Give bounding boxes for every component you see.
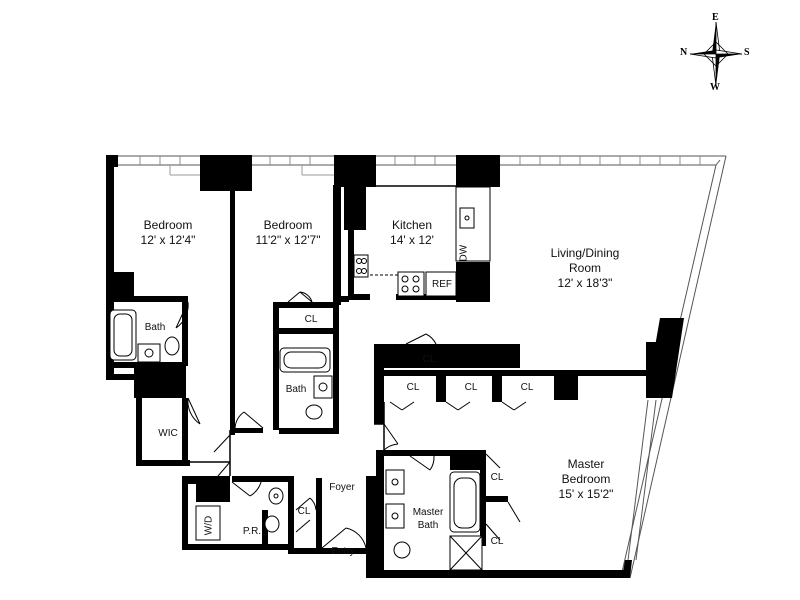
room-label-bedroom-left: Bedroom 12' x 12'4": [130, 218, 206, 248]
room-name: Master: [412, 507, 444, 518]
room-dims: 12' x 12'4": [140, 233, 196, 247]
closet-label: CL: [406, 382, 420, 393]
room-label-living-dining: Living/Dining Room 12' x 18'3": [540, 246, 630, 291]
room-name: Master: [567, 457, 605, 471]
room-label-bath-left: Bath: [144, 322, 166, 333]
appliance-label-dw: DW: [458, 244, 470, 262]
room-label-bedroom-center: Bedroom 11'2" x 12'7": [248, 218, 328, 248]
kitchen-fixtures: [353, 186, 491, 297]
room-name: Bedroom: [263, 218, 313, 232]
door-swings: [175, 291, 527, 549]
room-name: Living/Dining: [550, 246, 620, 260]
room-name: Bedroom: [143, 218, 193, 232]
closet-label: CL: [422, 354, 436, 365]
room-dims: 14' x 12': [390, 233, 434, 247]
closet-label: CL: [520, 382, 534, 393]
compass-rose-icon: [689, 21, 743, 87]
room-label-foyer: Foyer: [329, 482, 355, 493]
room-label-master-bath: Master Bath: [408, 506, 448, 532]
compass-south-label: S: [744, 47, 750, 58]
compass-north-label: N: [680, 47, 688, 58]
room-dims: 15' x 15'2": [558, 487, 614, 501]
room-label-bath-center: Bath: [285, 384, 307, 395]
room-label-wic: WIC: [158, 428, 178, 439]
room-name: Kitchen: [391, 218, 433, 232]
compass-west-label: W: [710, 82, 720, 93]
closet-label: CL: [490, 472, 504, 483]
room-label-wd: W/D: [203, 515, 215, 536]
thin-walls: [188, 185, 456, 476]
compass-east-label: E: [712, 12, 719, 23]
closet-label: CL: [464, 382, 478, 393]
exterior-windows: [118, 155, 727, 579]
room-dims: 12' x 18'3": [557, 276, 613, 290]
room-label-pr: P.R.: [242, 526, 262, 537]
closet-label: CL: [490, 536, 504, 547]
room-name-2: Bedroom: [561, 472, 611, 486]
room-dims: 11'2" x 12'7": [255, 233, 321, 247]
appliance-label-ref: REF: [432, 279, 452, 290]
room-label-entry: Entry: [331, 546, 355, 557]
closet-label: CL: [297, 506, 311, 517]
room-label-master-bedroom: Master Bedroom 15' x 15'2": [548, 457, 624, 502]
walls: [106, 155, 684, 578]
room-label-kitchen: Kitchen 14' x 12': [380, 218, 444, 248]
bath-fixtures: [109, 309, 483, 571]
room-name-2: Room: [568, 261, 601, 275]
closet-label: CL: [304, 314, 318, 325]
room-name-2: Bath: [417, 520, 439, 531]
